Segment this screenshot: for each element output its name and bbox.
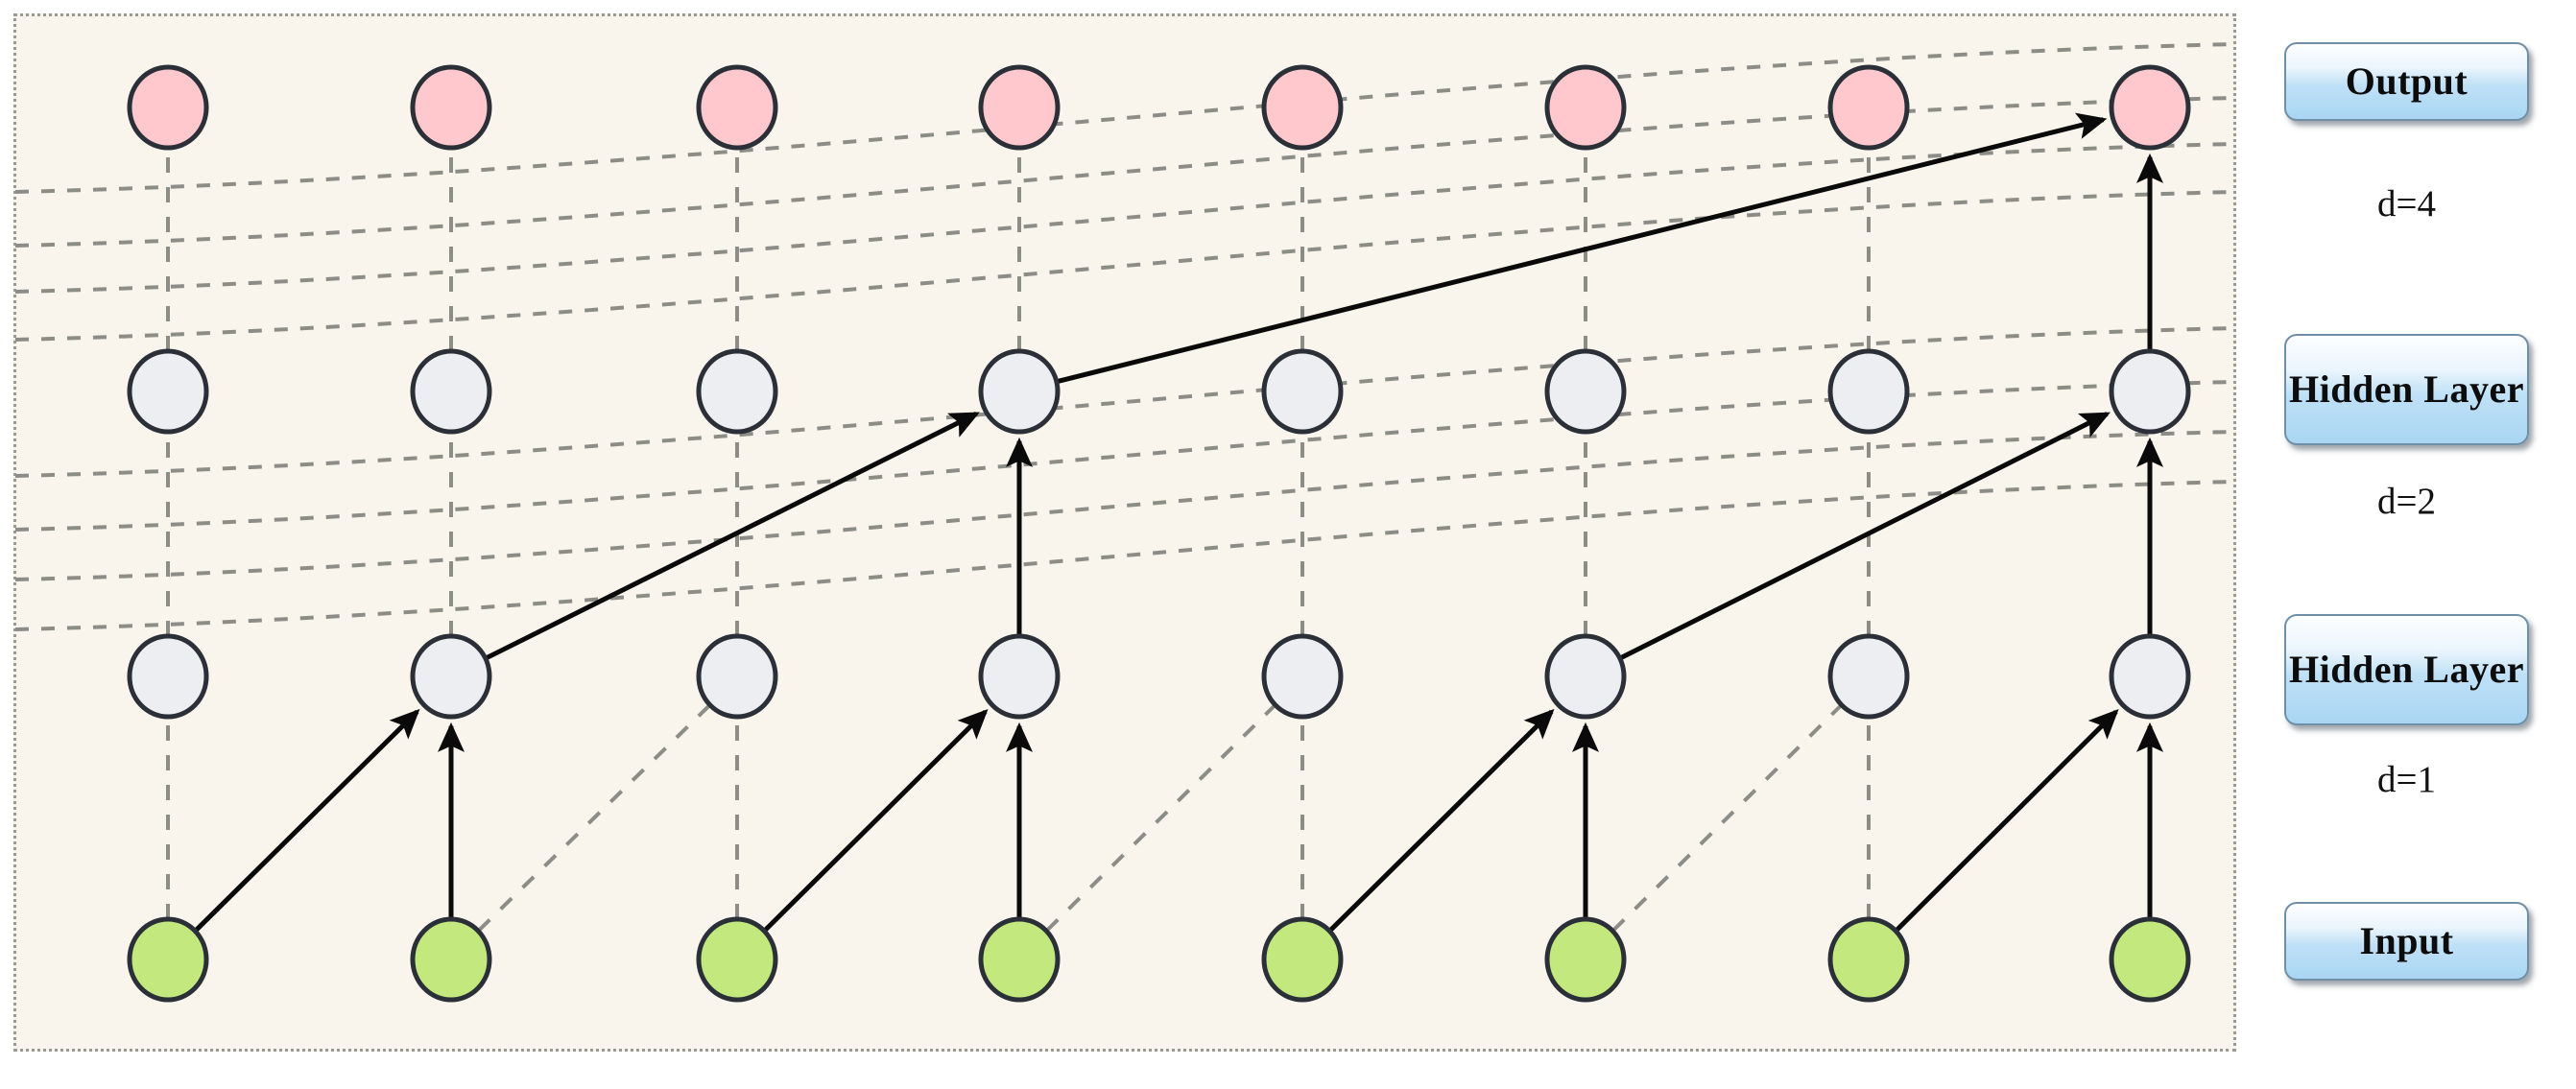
node-input-l0-t4: [1261, 916, 1344, 1003]
layer-label-input-text: Input: [2359, 918, 2454, 962]
layer-label-hidden-1-text: Hidden Layer: [2289, 647, 2524, 691]
node-hidden-layer-l2-t7: [2109, 348, 2191, 435]
active-connection-8: [481, 412, 980, 662]
node-hidden-layer-l2-t6: [1827, 348, 1910, 435]
node-output-l3-t0: [127, 64, 209, 151]
node-input-l0-t5: [1544, 916, 1627, 1003]
node-hidden-layer-l1-t2: [696, 633, 778, 720]
inactive-connection-d4-1: [14, 96, 2235, 248]
inactive-connection-d2-1: [14, 380, 2235, 532]
inactive-connection-d4-2: [14, 142, 2235, 294]
node-hidden-layer-l2-t2: [696, 348, 778, 435]
node-input-l0-t2: [696, 916, 778, 1003]
node-input-l0-t1: [410, 916, 492, 1003]
node-output-l3-t2: [696, 64, 778, 151]
node-output-l3-t4: [1261, 64, 1344, 151]
layer-label-hidden-2[interactable]: Hidden Layer: [2284, 334, 2529, 445]
node-hidden-layer-l1-t1: [410, 633, 492, 720]
inactive-connections-group: [14, 42, 2235, 933]
active-connection-6: [1892, 709, 2119, 935]
dilation-label-d4: d=4: [2377, 183, 2436, 225]
node-input-l0-t0: [127, 916, 209, 1003]
node-output-l3-t7: [2109, 64, 2191, 151]
inactive-connection-d2-2: [14, 430, 2235, 581]
node-hidden-layer-l1-t0: [127, 633, 209, 720]
node-hidden-layer-l1-t3: [978, 633, 1061, 720]
active-connection-12: [1053, 112, 2108, 386]
node-output-l3-t1: [410, 64, 492, 151]
inactive-connection-d4-0: [14, 42, 2235, 194]
node-hidden-layer-l2-t3: [978, 348, 1061, 435]
node-input-l0-t7: [2109, 916, 2191, 1003]
inactive-connection-d4-3: [14, 190, 2235, 342]
node-hidden-layer-l2-t0: [127, 348, 209, 435]
active-connection-2: [760, 708, 989, 935]
inactive-connection-d1-5: [1611, 703, 1843, 933]
layer-label-input[interactable]: Input: [2284, 902, 2529, 981]
node-output-l3-t6: [1827, 64, 1910, 151]
active-connections-group: [191, 112, 2163, 935]
node-hidden-layer-l2-t1: [410, 348, 492, 435]
layer-label-hidden-2-text: Hidden Layer: [2289, 367, 2524, 411]
legend-column: Output d=4 Hidden Layer d=2 Hidden Layer…: [2284, 0, 2534, 1089]
inactive-connection-d2-0: [14, 326, 2235, 478]
dilation-label-d1: d=1: [2377, 759, 2436, 800]
node-hidden-layer-l2-t4: [1261, 348, 1344, 435]
node-input-l0-t3: [978, 916, 1061, 1003]
active-connection-4: [1325, 708, 1555, 935]
node-output-l3-t3: [978, 64, 1061, 151]
node-hidden-layer-l1-t7: [2109, 633, 2191, 720]
active-connection-10: [1615, 412, 2111, 662]
node-hidden-layer-l1-t4: [1261, 633, 1344, 720]
inactive-connection-d1-3: [1045, 703, 1276, 933]
node-hidden-layer-l2-t5: [1544, 348, 1627, 435]
node-output-l3-t5: [1544, 64, 1627, 151]
inactive-connection-d2-3: [14, 480, 2235, 631]
node-input-l0-t6: [1827, 916, 1910, 1003]
layer-label-output-text: Output: [2345, 59, 2469, 103]
node-hidden-layer-l1-t5: [1544, 633, 1627, 720]
layer-label-output[interactable]: Output: [2284, 42, 2529, 121]
layer-label-hidden-1[interactable]: Hidden Layer: [2284, 614, 2529, 725]
active-connection-0: [191, 708, 420, 935]
dilation-label-d2: d=2: [2377, 481, 2436, 522]
node-hidden-layer-l1-t6: [1827, 633, 1910, 720]
inactive-connection-d1-1: [477, 703, 711, 933]
network-nodes-group: [127, 64, 2191, 1003]
